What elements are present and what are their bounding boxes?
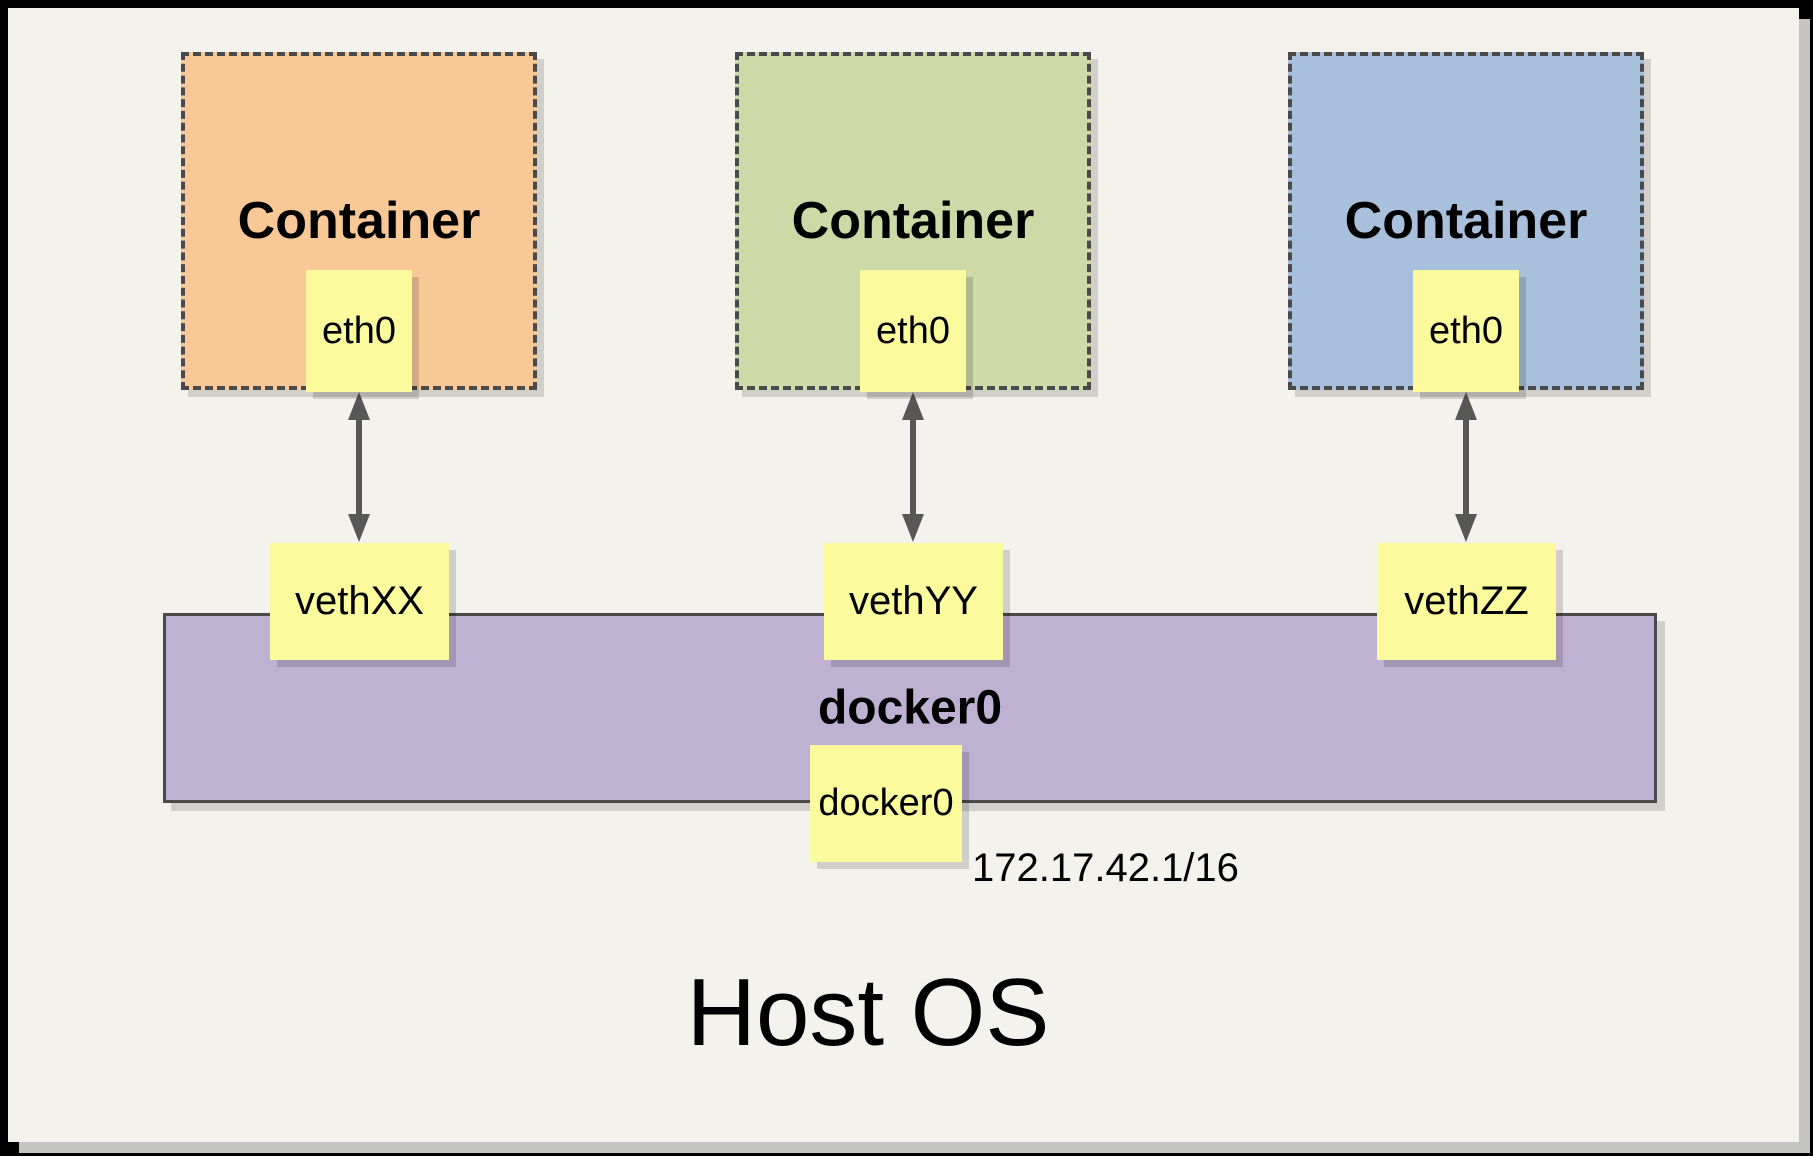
- container-title-2: Container: [791, 192, 1035, 250]
- eth0-interface-box-3: eth0: [1413, 270, 1519, 392]
- eth0-label-2: eth0: [876, 309, 950, 352]
- bridge-ip-label: 172.17.42.1/16: [972, 846, 1239, 890]
- veth-box-2: vethYY: [824, 543, 1003, 660]
- eth0-label-3: eth0: [1429, 309, 1503, 352]
- veth-label-1: vethXX: [295, 579, 424, 623]
- docker0-bridge-label: docker0: [817, 681, 1003, 735]
- container-title-3: Container: [1344, 192, 1588, 250]
- double-arrow-icon-2: [902, 392, 924, 542]
- docker0-interface-box: docker0: [810, 745, 962, 862]
- docker0-interface-label: docker0: [818, 782, 954, 824]
- eth0-interface-box-1: eth0: [306, 270, 412, 392]
- veth-box-1: vethXX: [270, 543, 449, 660]
- eth0-interface-box-2: eth0: [860, 270, 966, 392]
- veth-label-3: vethZZ: [1404, 579, 1529, 623]
- double-arrow-icon-1: [348, 392, 370, 542]
- double-arrow-icon-3: [1455, 392, 1477, 542]
- eth0-label-1: eth0: [322, 309, 396, 352]
- container-title-1: Container: [237, 192, 481, 250]
- veth-box-3: vethZZ: [1377, 543, 1556, 660]
- veth-label-2: vethYY: [849, 579, 978, 623]
- host-os-label: Host OS: [686, 959, 1050, 1066]
- diagram-page: Container Container Container eth0 eth0 …: [8, 8, 1799, 1142]
